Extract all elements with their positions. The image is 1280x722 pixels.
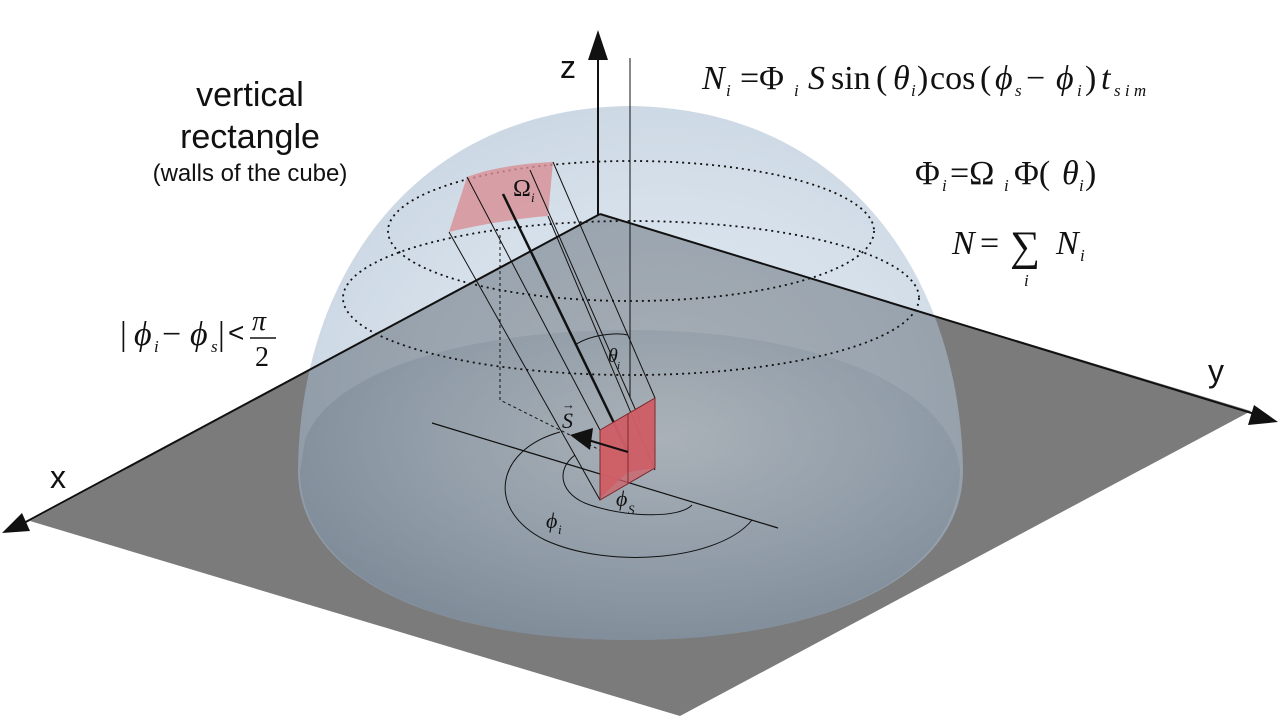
side-note-line2: rectangle bbox=[180, 118, 320, 156]
solid-angle-patch bbox=[449, 162, 553, 232]
formula-ni-phi-open-paren: ( bbox=[980, 60, 991, 97]
formula-phi-theta-subscript: i bbox=[1079, 176, 1084, 195]
formula-phi-equals: =Ω bbox=[950, 155, 994, 192]
condition-phi-i-subscript: i bbox=[154, 337, 159, 356]
formula-phi-symbol: Φ bbox=[915, 155, 940, 192]
formula-ni-phi-s-subscript: s bbox=[1015, 81, 1022, 100]
theta-i-symbol: θ bbox=[608, 345, 618, 367]
condition-pi: π bbox=[252, 306, 267, 337]
formula-ni-cos: cos bbox=[930, 60, 975, 97]
formula-sum-ni: N bbox=[1055, 225, 1081, 262]
condition-phi-s: ϕ bbox=[190, 316, 208, 353]
z-axis-arrowhead bbox=[588, 30, 608, 60]
phi-i-arc bbox=[504, 431, 753, 558]
condition-phi-i: ϕ bbox=[134, 316, 152, 353]
s-vector-symbol: S bbox=[562, 408, 573, 433]
formula-sum-sigma: ∑ bbox=[1010, 224, 1040, 270]
phi-s-subscript: S bbox=[628, 502, 635, 517]
formula-phi-close-paren: ) bbox=[1085, 155, 1096, 192]
formula-ni-theta-open-paren: ( bbox=[876, 60, 887, 97]
y-axis-arrowhead bbox=[1248, 405, 1278, 425]
ray-line bbox=[466, 176, 601, 431]
formula-ni-subscript: i bbox=[726, 81, 731, 100]
ray-line bbox=[552, 161, 656, 399]
incident-rays bbox=[448, 161, 656, 501]
formula-phi-function: Φ( bbox=[1014, 155, 1050, 192]
formula-ni-s: S bbox=[808, 60, 825, 97]
projection-dashed-line bbox=[499, 235, 601, 451]
s-vector-arrow-glyph: → bbox=[562, 397, 575, 412]
formula-sum-equals: = bbox=[980, 225, 999, 262]
omega-i-subscript: i bbox=[531, 190, 535, 205]
formula-ni-phi-i-subscript: i bbox=[1077, 81, 1082, 100]
condition-formula: | ϕ i − ϕ s | < π 2 bbox=[120, 306, 276, 373]
phi-s-arc bbox=[562, 454, 693, 516]
central-ray bbox=[501, 193, 630, 453]
formula-sum-n: N bbox=[951, 225, 977, 262]
condition-denominator: 2 bbox=[255, 342, 269, 373]
y-axis-label: y bbox=[1208, 353, 1224, 389]
side-note-line3: (walls of the cube) bbox=[153, 160, 348, 187]
formula-ni-theta-subscript: i bbox=[911, 81, 916, 100]
condition-phi-s-subscript: s bbox=[211, 337, 218, 356]
condition-close-bar: | bbox=[218, 316, 225, 353]
formula-phi-subscript: i bbox=[942, 176, 947, 195]
formula-ni-phi-close-paren: ) bbox=[1085, 60, 1096, 97]
phi-i-subscript: i bbox=[558, 522, 562, 537]
hemisphere-inner-shade bbox=[300, 330, 960, 640]
theta-i-subscript: i bbox=[617, 360, 620, 372]
formula-sum-ni-subscript: i bbox=[1080, 246, 1085, 265]
x-axis-arrowhead bbox=[2, 513, 30, 533]
side-note-line1: vertical bbox=[196, 76, 304, 114]
formula-phi-omega-subscript: i bbox=[1004, 176, 1009, 195]
omega-i-symbol: Ω bbox=[513, 176, 531, 202]
formula-phi: Φ i =Ω i Φ( θ i ) bbox=[915, 155, 1096, 195]
formula-phi-theta: θ bbox=[1062, 155, 1079, 192]
condition-open-bar: | bbox=[120, 316, 127, 353]
formula-ni-equals: =Φ bbox=[740, 60, 784, 97]
formula-ni: N i =Φ i S sin ( θ i ) cos ( ϕ s − ϕ i )… bbox=[701, 60, 1146, 100]
condition-less-than: < bbox=[228, 317, 244, 348]
condition-minus: − bbox=[162, 316, 181, 353]
formula-ni-theta: θ bbox=[893, 60, 910, 97]
z-axis-label: z bbox=[560, 49, 576, 85]
formula-ni-symbol: N bbox=[701, 60, 727, 97]
formula-sum-index: i bbox=[1024, 271, 1029, 290]
phi-s-symbol: ϕ bbox=[616, 486, 627, 511]
s-vector-arrowhead bbox=[570, 428, 593, 450]
latitude-circle-lower bbox=[342, 220, 920, 376]
formula-ni-t-subscript: s i m bbox=[1114, 81, 1146, 100]
formula-ni-phi-i: ϕ bbox=[1056, 60, 1074, 97]
latitude-circle-upper bbox=[387, 160, 875, 302]
s-vector-line bbox=[587, 439, 629, 453]
formula-ni-sin: sin bbox=[831, 60, 871, 97]
formula-ni-phi-subscript: i bbox=[794, 81, 799, 100]
formula-ni-phi-s: ϕ bbox=[995, 60, 1013, 97]
formula-ni-minus: − bbox=[1026, 60, 1045, 97]
phi-i-symbol: ϕ bbox=[546, 508, 557, 533]
y-axis bbox=[599, 213, 1259, 416]
formula-sum: N = ∑ i N i bbox=[951, 224, 1085, 290]
ray-line bbox=[529, 169, 641, 421]
x-axis bbox=[21, 213, 601, 525]
x-axis-label: x bbox=[50, 459, 66, 495]
theta-arc bbox=[574, 333, 629, 346]
formula-ni-t: t bbox=[1101, 60, 1112, 97]
formula-ni-theta-close-paren: ) bbox=[917, 60, 928, 97]
